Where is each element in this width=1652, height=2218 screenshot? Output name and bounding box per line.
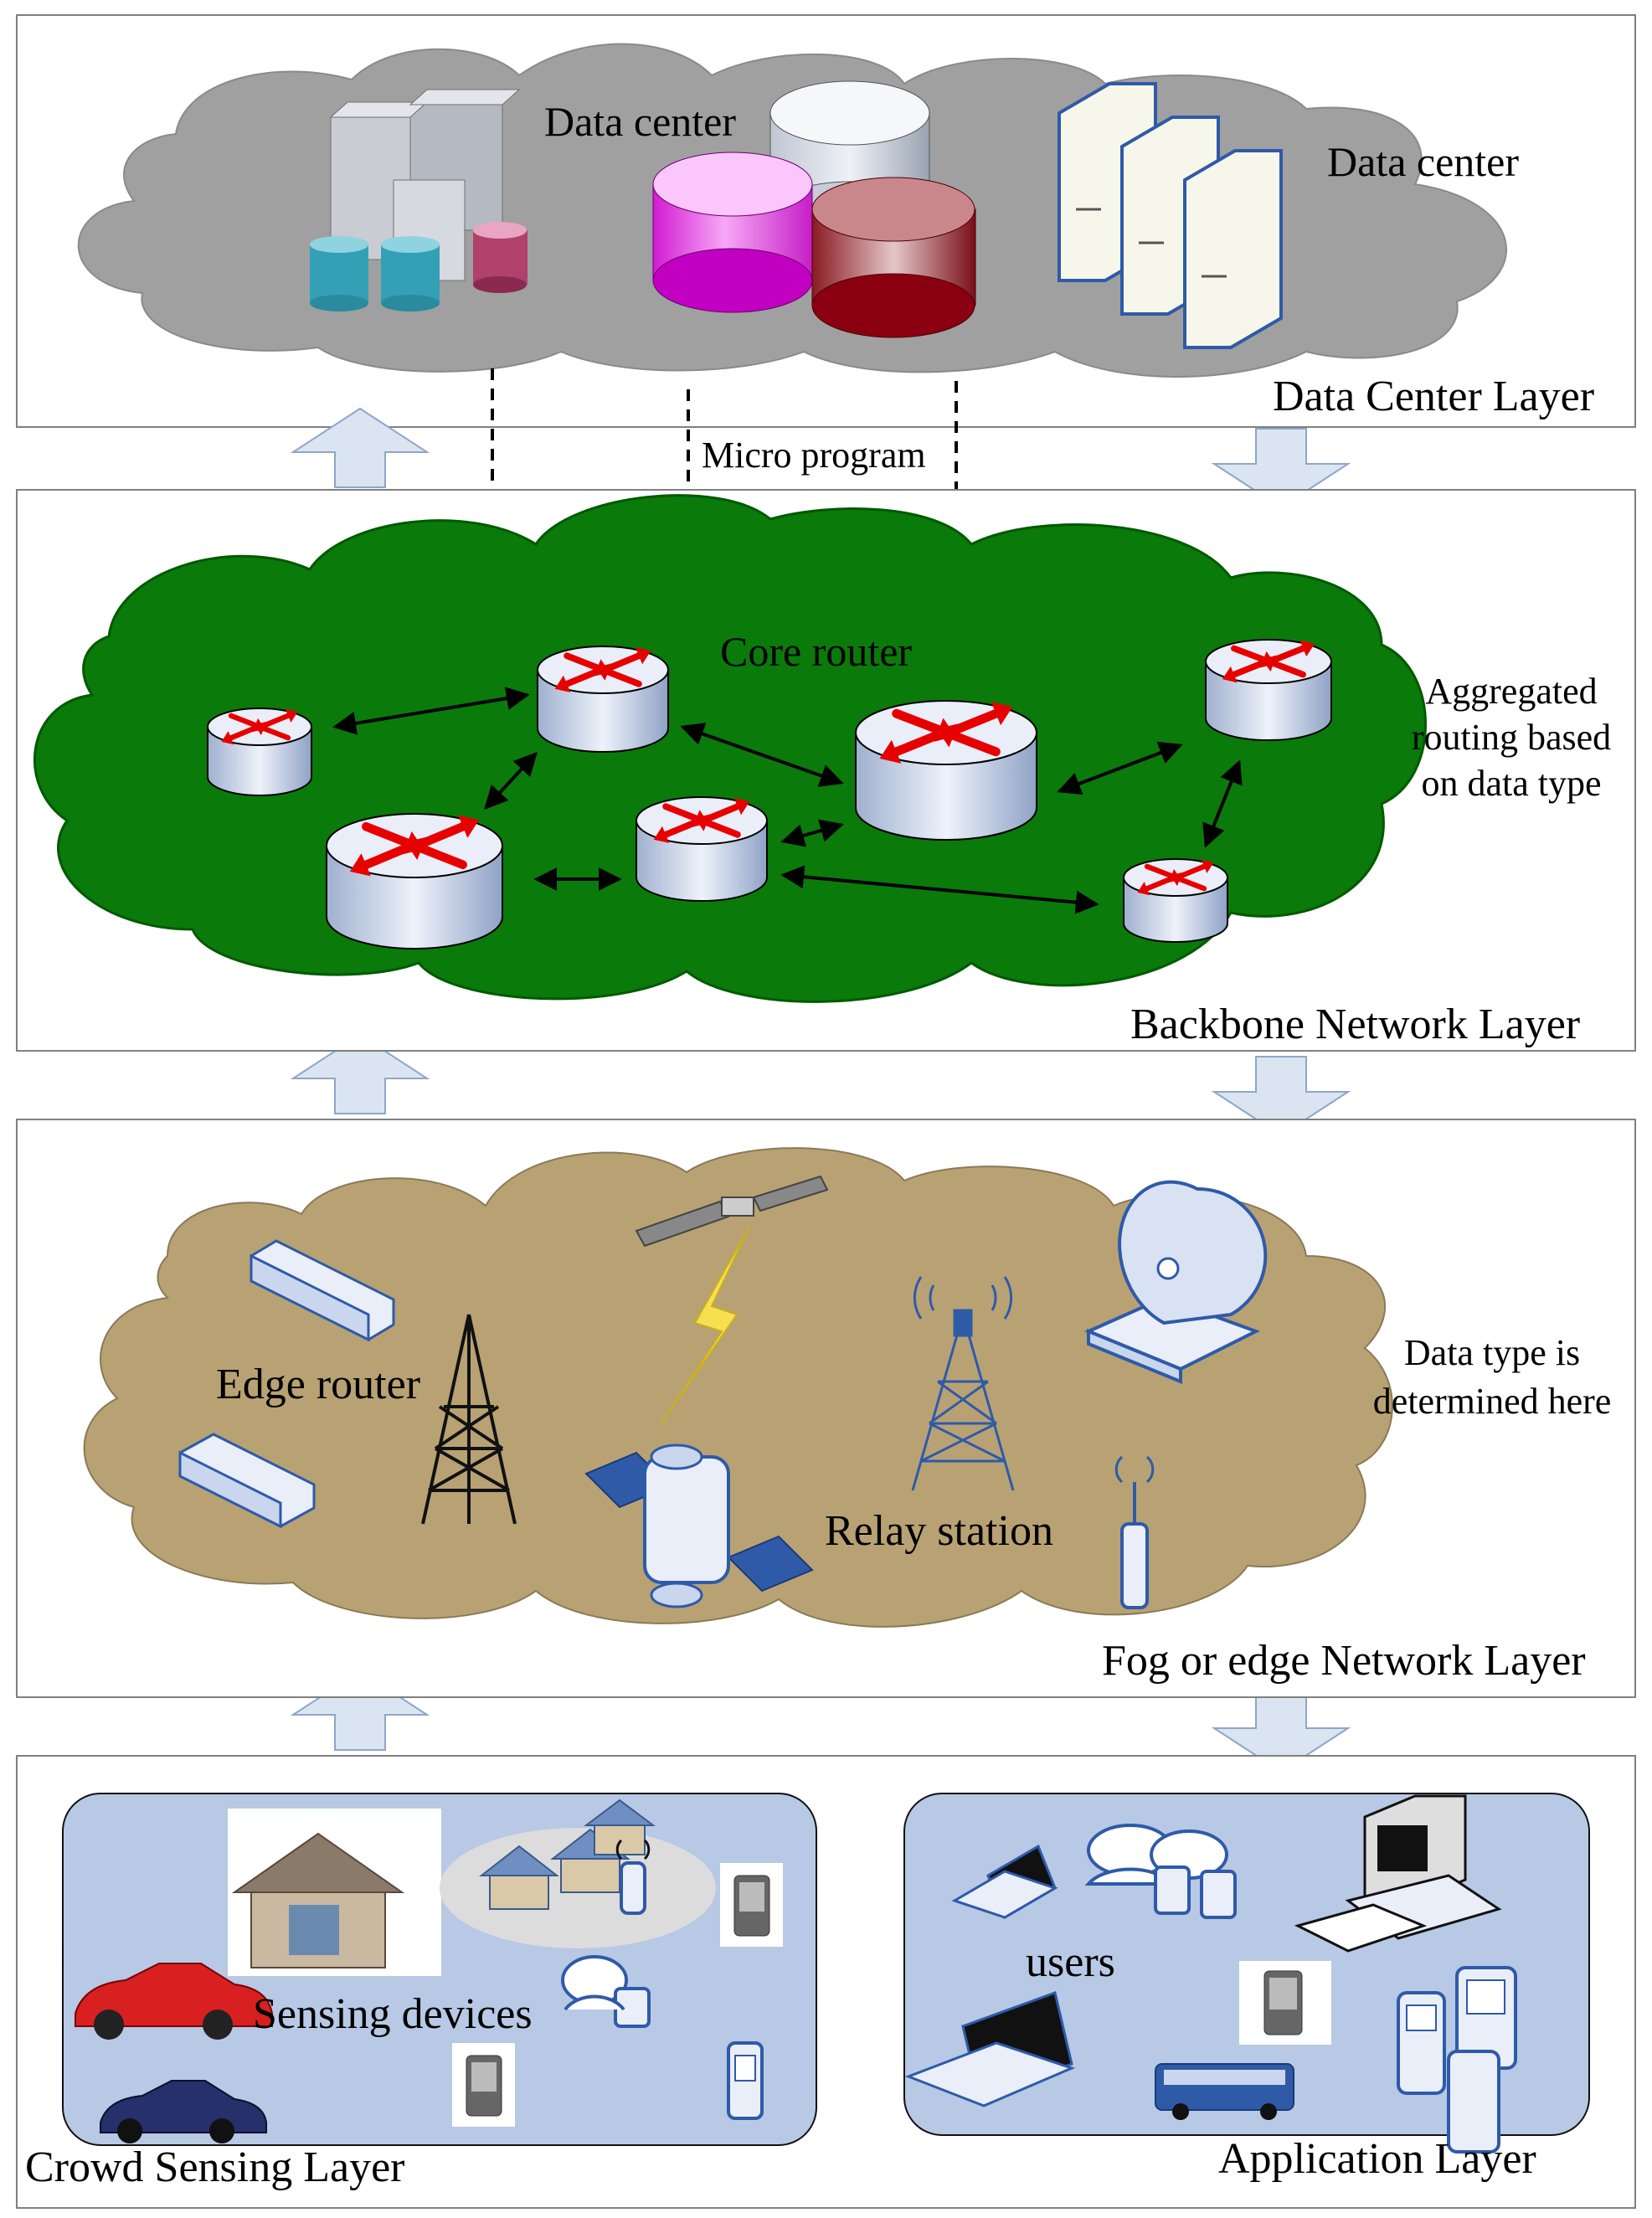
laptop-icon <box>951 1844 1058 1920</box>
pda-icon <box>720 1863 783 1947</box>
backbone-layer-title: Backbone Network Layer <box>1130 1001 1580 1048</box>
server-icon <box>1058 82 1283 349</box>
core-router-label: Core router <box>720 628 912 675</box>
database-icon <box>652 80 976 338</box>
edge-router-label: Edge router <box>216 1361 420 1408</box>
satellite-icon <box>635 1175 829 1248</box>
bus-icon <box>1155 2063 1294 2120</box>
relay-station-label: Relay station <box>825 1507 1053 1555</box>
router-icon <box>855 700 1037 841</box>
desktop-icon <box>1294 1794 1502 1953</box>
relay-tower-icon <box>911 1276 1015 1491</box>
backbone-note-line-3: on data type <box>1421 763 1601 804</box>
sensing-devices-label: Sensing devices <box>253 1990 533 2038</box>
fog-note-line-2: determined here <box>1373 1381 1612 1422</box>
satellite-icon <box>584 1444 814 1608</box>
router-icon <box>636 796 768 902</box>
antenna-icon <box>615 1839 651 1915</box>
car-icon <box>75 1963 273 2040</box>
fog-layer: Edge router <box>16 1119 1636 1698</box>
core-routers <box>207 639 1332 949</box>
data-center-layer: Data center Data center Data Center Laye… <box>16 14 1636 428</box>
router-icon <box>326 813 503 949</box>
bottom-layer: Sensing devices Crowd Sensing Layer <box>16 1755 1636 2209</box>
router-icon <box>207 708 312 796</box>
house-icon <box>231 1832 405 1968</box>
pda-icon <box>1239 1961 1331 2045</box>
router-icon <box>1123 858 1228 943</box>
village-icon <box>479 1799 656 1910</box>
users-label: users <box>1026 1938 1115 1986</box>
backbone-note-line-2: routing based <box>1412 717 1611 758</box>
tower-icon <box>421 1314 517 1525</box>
switch-icon <box>178 1433 316 1529</box>
backbone-note-line-1: Aggregated <box>1425 671 1597 712</box>
phone-icon <box>1397 1966 1517 2154</box>
phone-icon <box>727 2041 764 2120</box>
data-center-layer-title: Data Center Layer <box>1273 373 1594 420</box>
backbone-layer: Core router Aggregated routing based on … <box>16 489 1636 1052</box>
router-icon <box>1205 639 1332 741</box>
database-icon <box>310 222 528 311</box>
data-center-label-left: Data center <box>544 98 736 145</box>
router-icon <box>537 646 669 753</box>
laptop-icon <box>904 1991 1076 2107</box>
fog-cloud <box>83 1147 1393 1628</box>
micro-program-label: Micro program <box>702 435 926 476</box>
car-icon <box>100 2080 267 2143</box>
fog-note-line-1: Data type is <box>1404 1332 1580 1373</box>
user-icon <box>1084 1824 1237 1919</box>
data-center-label-right: Data center <box>1327 138 1519 185</box>
fog-note: Data type is determined here <box>1373 1332 1612 1422</box>
application-layer-title: Application Layer <box>1218 2135 1536 2183</box>
backbone-note: Aggregated routing based on data type <box>1412 671 1611 804</box>
lightning-icon <box>661 1226 750 1424</box>
pda-icon <box>452 2043 515 2127</box>
router-links <box>332 687 1243 914</box>
fog-layer-title: Fog or edge Network Layer <box>1102 1637 1586 1685</box>
user-icon <box>561 1955 651 2028</box>
antenna-icon <box>1114 1455 1155 1609</box>
crowd-sensing-layer-title: Crowd Sensing Layer <box>25 2143 404 2191</box>
switch-icon <box>250 1239 395 1342</box>
dish-icon <box>1083 1180 1268 1384</box>
